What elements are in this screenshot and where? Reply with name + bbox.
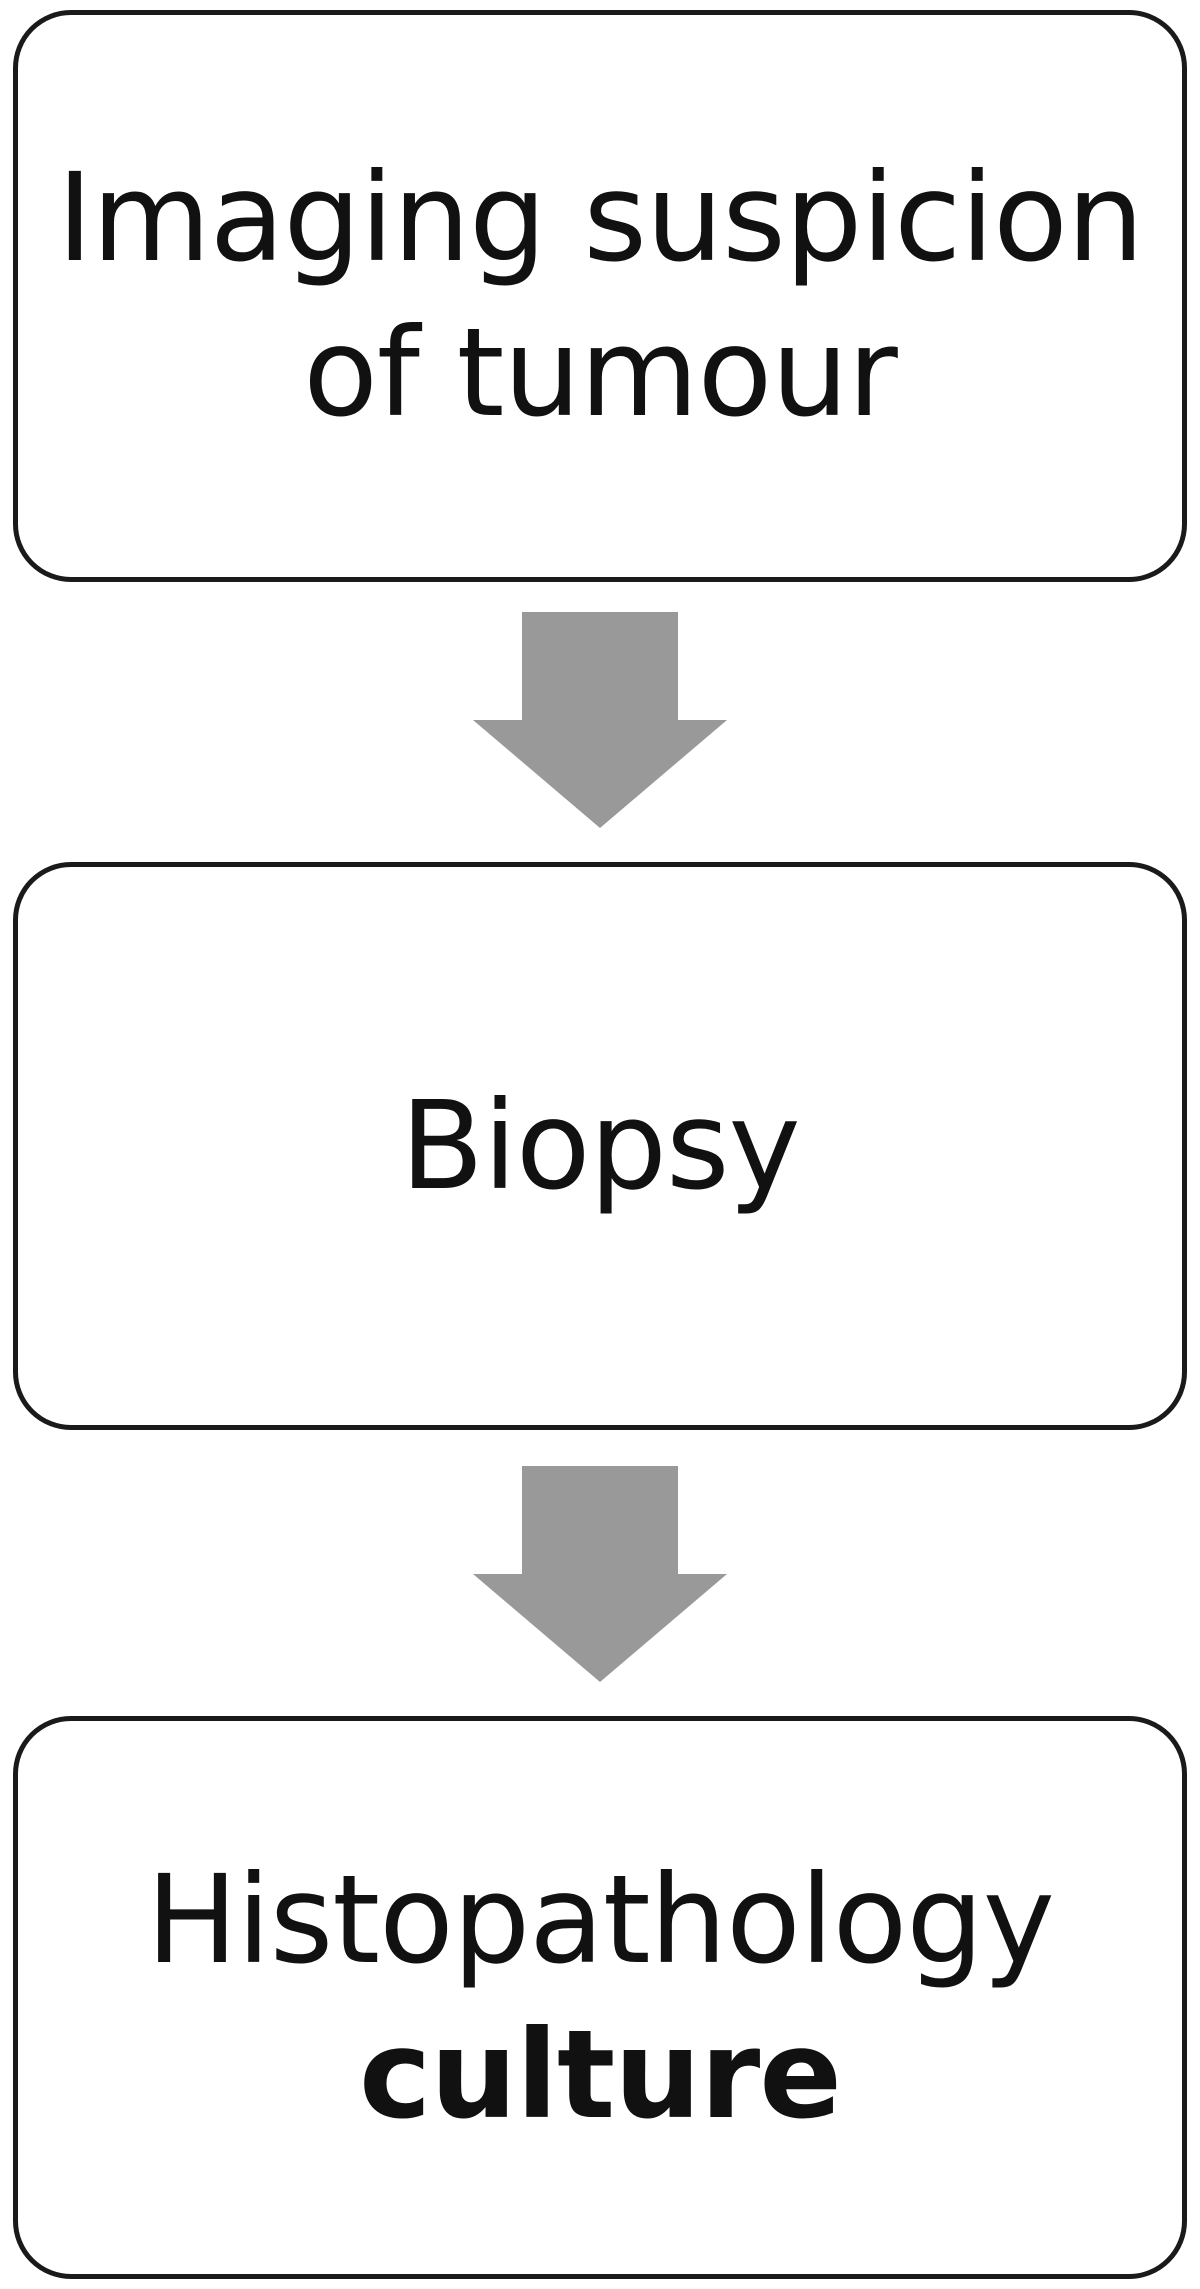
step-text-line: Imaging suspicion	[56, 147, 1144, 290]
down-arrow-icon	[473, 1466, 727, 1682]
step-text-line: of tumour	[303, 302, 897, 444]
step-text-line: Biopsy	[400, 1074, 800, 1217]
flow-step-histopathology: Histopathology culture	[13, 1716, 1187, 2279]
flow-step-biopsy: Biopsy	[13, 862, 1187, 1430]
flow-step-imaging-suspicion: Imaging suspicion of tumour	[13, 10, 1187, 582]
step-text-line: Histopathology	[146, 1848, 1055, 1991]
step-text-line-bold: culture	[358, 2003, 842, 2146]
down-arrow-icon	[473, 612, 727, 828]
